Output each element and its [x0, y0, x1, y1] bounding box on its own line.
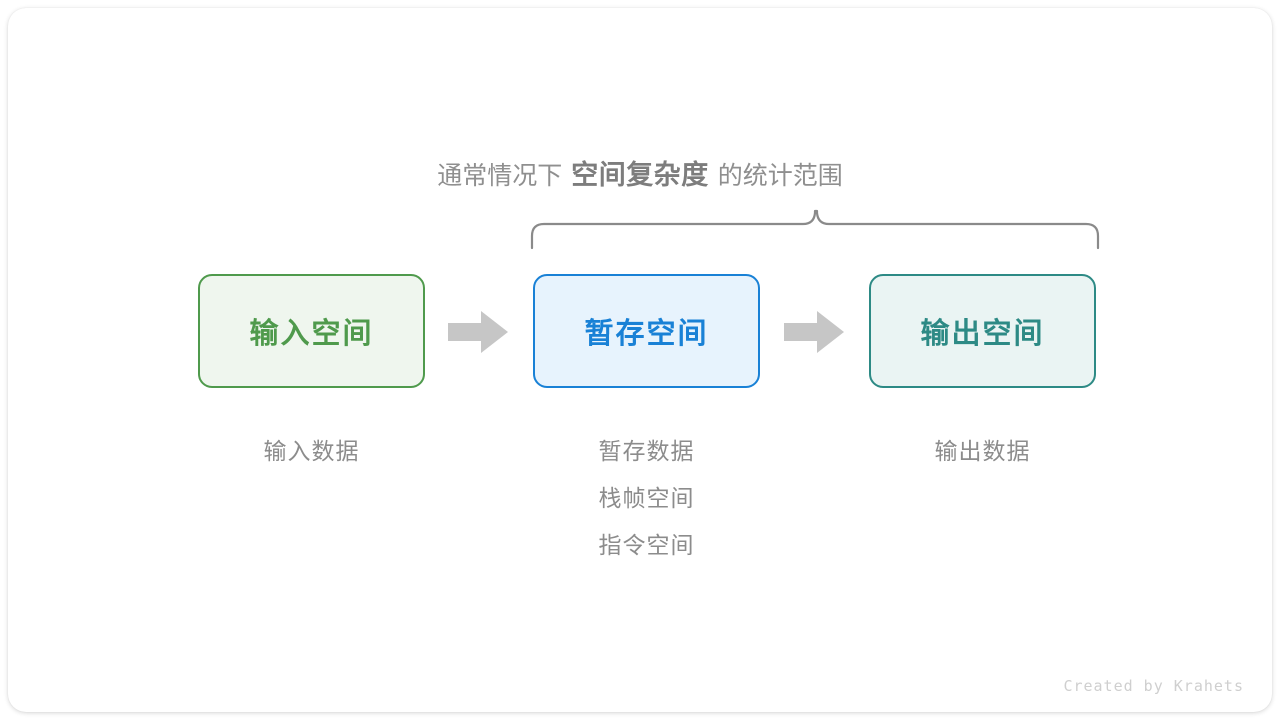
- arrow-right-icon-glyph: [784, 311, 844, 353]
- sublabel-item: 暂存数据: [598, 438, 695, 464]
- node-input-space[interactable]: 输入空间: [198, 274, 425, 388]
- sublabel-item: 指令空间: [598, 532, 695, 558]
- arrow-right-icon: [448, 308, 510, 356]
- caption: 通常情况下空间复杂度的统计范围: [8, 156, 1272, 195]
- sublabels-input: 输入数据: [198, 428, 425, 475]
- sublabel-item: 输出数据: [934, 438, 1031, 464]
- node-temp-space-label: 暂存空间: [584, 318, 709, 350]
- diagram-canvas: 通常情况下空间复杂度的统计范围 输入空间 暂存空间 输出空间 输入数据 暂存数据…: [8, 8, 1272, 712]
- node-input-space-label: 输入空间: [249, 318, 374, 350]
- sublabel-item: 栈帧空间: [598, 485, 695, 511]
- node-output-space[interactable]: 输出空间: [869, 274, 1096, 388]
- caption-highlight: 空间复杂度: [571, 160, 709, 190]
- sublabel-item: 输入数据: [263, 438, 360, 464]
- arrow-right-icon-glyph: [448, 311, 508, 353]
- node-output-space-label: 输出空间: [920, 318, 1045, 350]
- caption-prefix: 通常情况下: [437, 162, 563, 190]
- node-temp-space[interactable]: 暂存空间: [533, 274, 760, 388]
- scope-brace-icon: [530, 209, 1100, 250]
- sublabels-output: 输出数据: [869, 428, 1096, 475]
- sublabels-temp: 暂存数据 栈帧空间 指令空间: [533, 428, 760, 569]
- caption-suffix: 的统计范围: [717, 162, 843, 190]
- scope-brace: [514, 202, 1114, 258]
- arrow-right-icon: [784, 308, 846, 356]
- watermark: Created by Krahets: [1063, 677, 1244, 695]
